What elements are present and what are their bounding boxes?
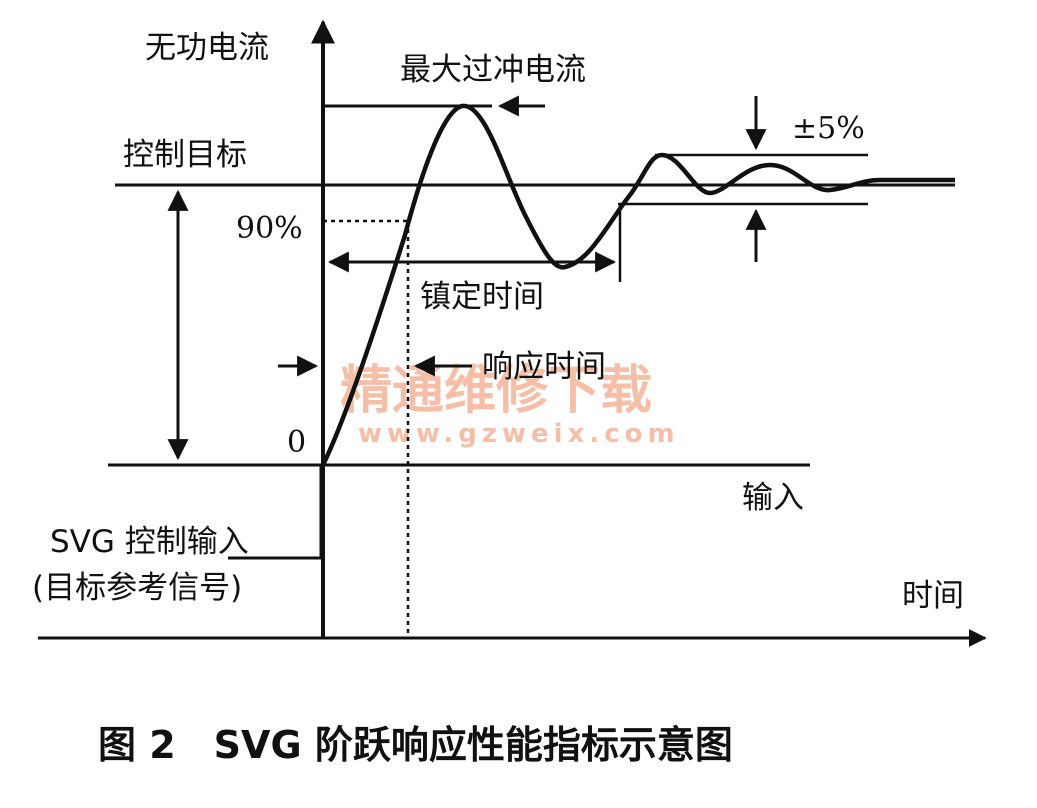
band-label: ±5% [792, 111, 865, 146]
overshoot-label: 最大过冲电流 [400, 52, 586, 88]
ninety-percent-label: 90% [236, 211, 303, 246]
y-axis-label: 无功电流 [145, 30, 269, 66]
watermark-url: www.gzweix.com [358, 419, 680, 449]
settling-time-label: 镇定时间 [420, 279, 544, 315]
watermark-text: 精通维修下载 [340, 361, 652, 421]
zero-label: 0 [287, 425, 306, 460]
input-label: 输入 [742, 480, 804, 516]
x-axis-label: 时间 [902, 578, 964, 614]
input-step-signal [228, 465, 323, 560]
svg-input-label: SVG 控制输入 [50, 524, 249, 560]
figure-caption: 图 2 SVG 阶跃响应性能指标示意图 [98, 723, 733, 767]
svg-input-sublabel: (目标参考信号) [32, 570, 242, 606]
target-label: 控制目标 [123, 137, 247, 173]
response-curve [320, 103, 955, 466]
response-time-label: 响应时间 [482, 349, 606, 385]
